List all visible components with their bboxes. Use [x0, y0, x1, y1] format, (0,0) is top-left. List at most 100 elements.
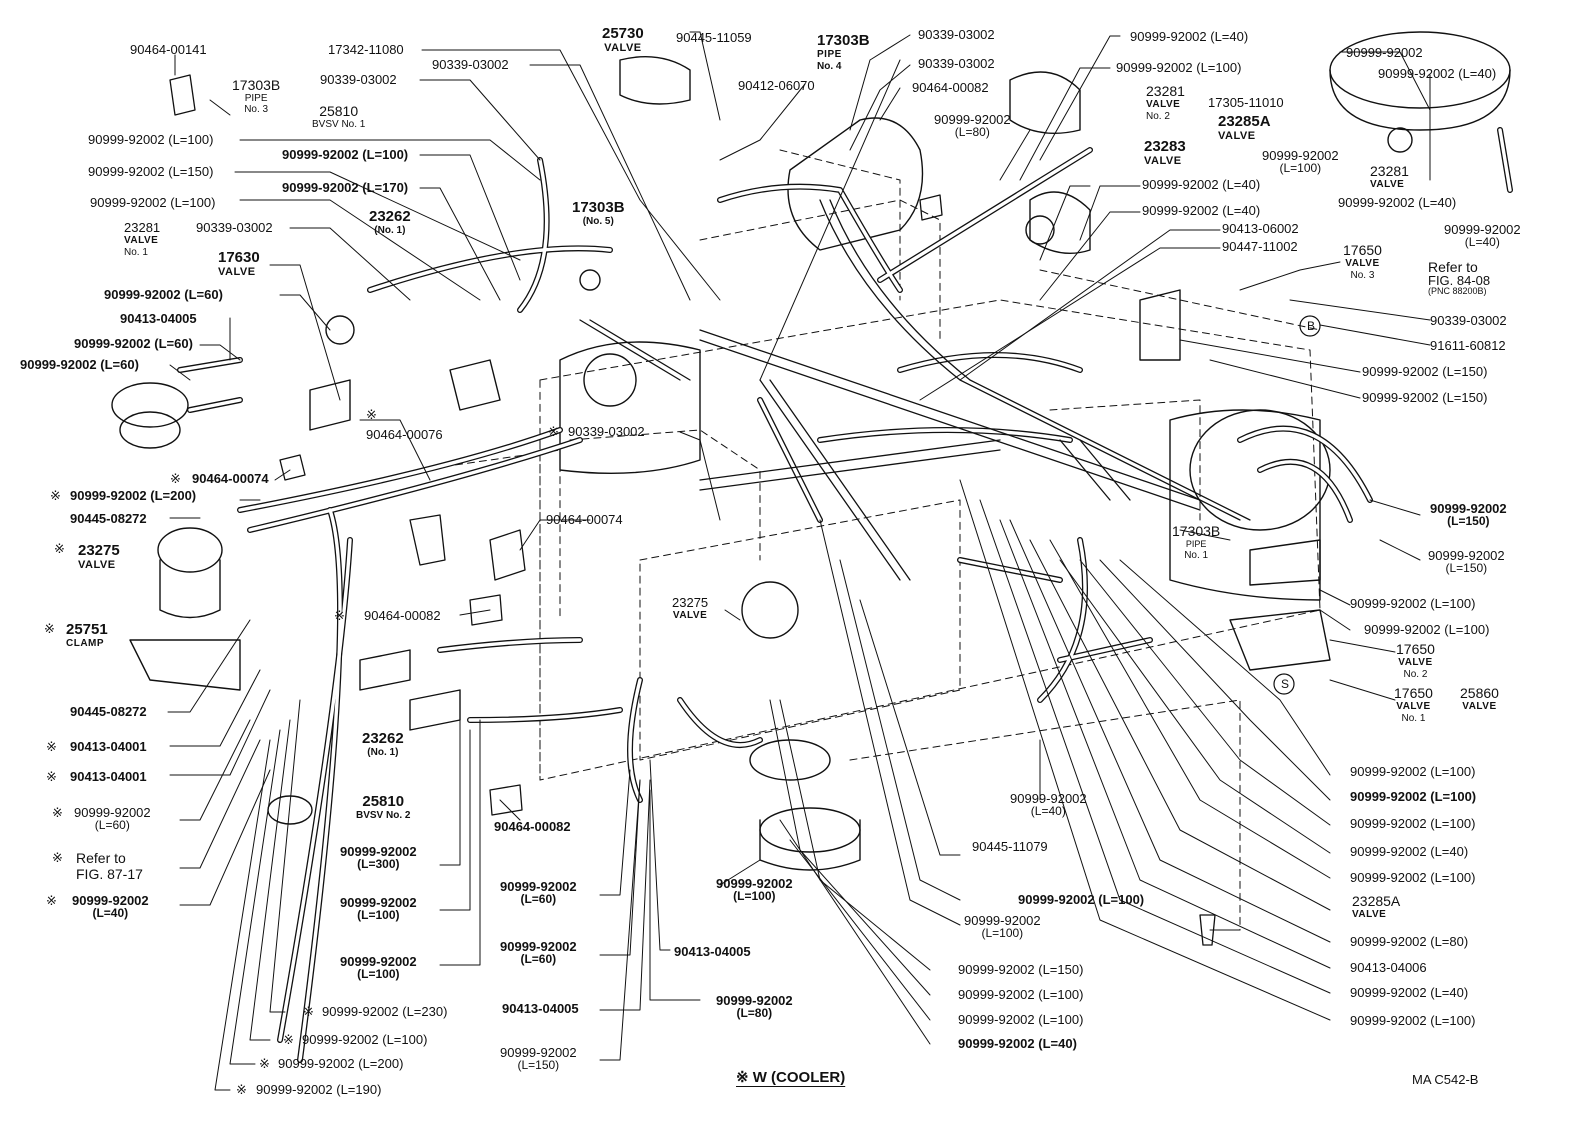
part-label: 90464-00082: [494, 819, 571, 834]
part-sublabel: (No. 1): [374, 225, 406, 236]
part-label: 90999-92002: [716, 876, 793, 891]
part-label: 90999-92002: [340, 954, 417, 969]
legend-cooler: ※ W (COOLER): [736, 1069, 846, 1086]
part-label: 17650: [1343, 242, 1382, 258]
part-label: 90339-03002: [432, 57, 509, 72]
star-marker: ※: [50, 488, 61, 503]
part-sublabel: (L=40): [1464, 235, 1500, 249]
part-sublabel: (L=40): [92, 906, 129, 920]
part-label: 90999-92002: [340, 895, 417, 910]
part-label: 90413-06002: [1222, 221, 1299, 236]
part-sublabel: VALVE: [1352, 909, 1387, 920]
part-label: 90413-04001: [70, 769, 147, 784]
part-label: 90445-08272: [70, 511, 147, 526]
part-label: 90445-08272: [70, 704, 147, 719]
part-label: 90999-92002 (L=40): [1378, 66, 1497, 81]
part-label: 90999-92002 (L=100): [282, 147, 409, 162]
star-marker: ※: [52, 850, 63, 865]
part-label: 90999-92002 (L=60): [20, 357, 139, 372]
part-label: 90999-92002: [964, 913, 1041, 928]
part-sublabel: No. 2: [1146, 111, 1170, 122]
part-label: 17650: [1394, 685, 1433, 701]
part-sublabel: No. 1: [124, 247, 148, 258]
pipes: [579, 199, 1251, 581]
part-label: 90999-92002 (L=200): [278, 1056, 404, 1071]
part-label: 23285A: [1218, 113, 1271, 130]
part-label: 90999-92002 (L=100): [1350, 596, 1476, 611]
marker-s: S: [1280, 677, 1289, 691]
part-label: 90999-92002 (L=100): [1350, 764, 1476, 779]
part-label: 90999-92002 (L=150): [1362, 364, 1488, 379]
part-sublabel: No. 1: [1401, 713, 1426, 724]
part-sublabel: (L=150): [1445, 561, 1488, 575]
part-sublabel: VALVE: [604, 42, 642, 54]
part-label: 90999-92002 (L=100): [1018, 892, 1145, 907]
part-label: 90999-92002 (L=100): [1350, 870, 1476, 885]
part-label: 90999-92002 (L=170): [282, 180, 409, 195]
part-label: 17342-11080: [328, 42, 404, 57]
part-label: 90999-92002 (L=230): [322, 1004, 448, 1019]
part-sublabel: (L=100): [357, 908, 400, 922]
part-label: 90999-92002 (L=100): [302, 1032, 428, 1047]
figure-code: MA C542-B: [1412, 1072, 1479, 1087]
part-label: 90464-00074: [546, 512, 623, 527]
part-sublabel: (L=60): [520, 892, 557, 906]
part-sublabel: No. 4: [817, 61, 842, 72]
part-sublabel: FIG. 84-08: [1428, 273, 1491, 288]
part-label: 90413-04001: [70, 739, 147, 754]
part-label: 90412-06070: [738, 78, 815, 93]
part-label: 90464-00082: [364, 608, 441, 623]
part-sublabel: (No. 1): [367, 747, 399, 758]
star-marker: ※: [170, 471, 181, 486]
part-sublabel: VALVE: [1370, 179, 1405, 190]
part-label: 90999-92002 (L=80): [1350, 934, 1469, 949]
part-label: 90464-00141: [130, 42, 207, 57]
part-sublabel: BVSV No. 2: [356, 810, 411, 821]
part-sublabel: No. 2: [1403, 669, 1428, 680]
part-label: 90999-92002 (L=100): [1350, 816, 1476, 831]
part-label: 90999-92002: [716, 993, 793, 1008]
part-label: 90999-92002 (L=150): [1362, 390, 1488, 405]
part-sublabel: VALVE: [1462, 701, 1497, 712]
part-sublabel: (No. 5): [582, 216, 614, 227]
part-sublabel: VALVE: [218, 266, 256, 278]
part-label: 17303B: [817, 32, 870, 49]
part-label: 90999-92002: [500, 939, 577, 954]
part-label: 90999-92002 (L=40): [1130, 29, 1249, 44]
part-label: 90999-92002 (L=100): [90, 195, 216, 210]
star-marker: ※: [548, 424, 559, 439]
star-marker: ※: [52, 805, 63, 820]
part-sublabel: (L=300): [357, 857, 400, 871]
part-sublabel: VALVE: [1144, 155, 1182, 167]
part-label: 90999-92002: [934, 112, 1011, 127]
part-label: 23262: [369, 208, 411, 225]
part-label: 25810: [319, 103, 359, 119]
part-sublabel: VALVE: [1146, 99, 1181, 110]
part-label: 90999-92002: [1428, 548, 1505, 563]
part-label: 23285A: [1352, 893, 1401, 909]
part-sublabel: (L=60): [94, 818, 130, 832]
fittings: [169, 74, 1321, 946]
part-sublabel: FIG. 87-17: [76, 866, 143, 882]
part-label: 90339-03002: [568, 424, 645, 439]
star-marker: ※: [303, 1004, 314, 1019]
part-label: Refer to: [1428, 259, 1478, 275]
part-label: 90413-04006: [1350, 960, 1427, 975]
part-sublabel: (L=150): [1447, 514, 1490, 528]
part-sublabel: No. 3: [1350, 270, 1375, 281]
part-label: 90999-92002 (L=100): [1350, 1013, 1476, 1028]
part-label: 90999-92002 (L=100): [1350, 789, 1477, 804]
part-sublabel: VALVE: [78, 559, 116, 571]
part-label: 90999-92002: [1262, 148, 1339, 163]
part-label: 90999-92002: [1430, 501, 1507, 516]
part-label: 90464-00076: [366, 427, 443, 442]
part-sublabel: VALVE: [672, 610, 708, 621]
leader-lines: [167, 31, 1431, 1091]
part-label: 90999-92002 (L=150): [88, 164, 214, 179]
part-sublabel: VALVE: [1398, 657, 1433, 668]
part-sublabel: (L=100): [1279, 161, 1322, 175]
star-marker: ※: [334, 608, 345, 623]
part-label: 90413-04005: [502, 1001, 579, 1016]
part-label: 90464-00074: [192, 471, 269, 486]
star-marker: ※: [283, 1032, 294, 1047]
